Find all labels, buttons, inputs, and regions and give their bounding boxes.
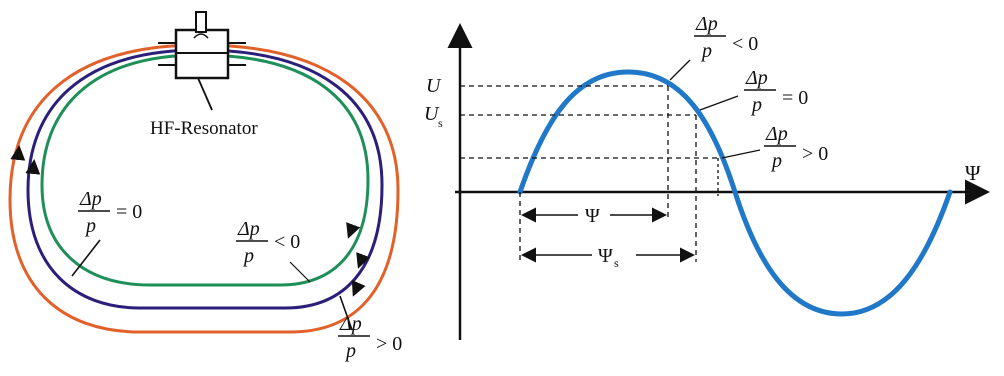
- case-neg-den: p: [700, 40, 712, 62]
- middle-orbit: [26, 48, 384, 310]
- case-pos-den: p: [770, 150, 782, 172]
- case-neg-label: Δp p < 0: [694, 13, 758, 62]
- outer-rel: > 0: [376, 333, 402, 355]
- case-zero-leader: [699, 95, 739, 111]
- inner-num: Δp: [79, 188, 102, 210]
- inner-rel: = 0: [116, 201, 142, 223]
- case-neg-leader: [669, 59, 691, 81]
- case-zero-den: p: [750, 94, 762, 116]
- x-axis-label: Ψ: [965, 161, 981, 185]
- level-Us-sub: s: [438, 116, 443, 130]
- case-zero-num: Δp: [745, 67, 768, 89]
- level-U-label: U: [426, 75, 442, 97]
- rf-sine-wave: [517, 69, 953, 317]
- case-pos-num: Δp: [765, 123, 788, 145]
- middle-den: p: [242, 245, 254, 267]
- case-pos-leader: [721, 149, 761, 159]
- inner-den: p: [84, 215, 96, 237]
- middle-label-leader: [289, 261, 311, 283]
- psi-s-span-sub: s: [614, 256, 619, 270]
- inner-orbit: [40, 53, 370, 287]
- psi-s-span-label: Ψ: [598, 245, 613, 267]
- orbit-arrow-left: [10, 145, 26, 161]
- resonator-icon: [158, 11, 246, 80]
- outer-den: p: [344, 340, 356, 362]
- outer-orbit-label: Δp p > 0: [338, 313, 402, 362]
- orbit-arrow-right: [346, 222, 361, 239]
- middle-orbit-label: Δp p < 0: [236, 218, 300, 267]
- case-pos-label: Δp p > 0: [764, 123, 828, 172]
- inner-label-leader: [71, 239, 101, 277]
- orbit-arrow-right-2: [356, 252, 371, 269]
- outer-num: Δp: [339, 313, 362, 335]
- case-neg-rel: < 0: [732, 33, 758, 55]
- case-zero-label: Δp p = 0: [744, 67, 808, 116]
- case-zero-rel: = 0: [782, 87, 808, 109]
- middle-num: Δp: [237, 218, 260, 240]
- phase-diagram: Ψ U U s Ψ Ψ s Δp p < 0: [424, 13, 990, 340]
- resonator-leader: [197, 77, 213, 111]
- orbit-arrow-right-3: [351, 280, 366, 297]
- inner-orbit-label: Δp p = 0: [78, 188, 142, 237]
- outer-label-leader: [339, 295, 353, 331]
- resonator-label: HF-Resonator: [150, 118, 258, 139]
- middle-rel: < 0: [274, 231, 300, 253]
- psi-span-label: Ψ: [585, 205, 600, 227]
- orbit-arrow-left-2: [25, 159, 41, 175]
- level-Us-label: U: [424, 103, 440, 125]
- case-pos-rel: > 0: [802, 143, 828, 165]
- case-neg-num: Δp: [695, 13, 718, 35]
- orbit-diagram: HF-Resonator Δp p = 0 Δp p < 0 Δp p > 0: [8, 11, 402, 362]
- outer-orbit: [8, 43, 400, 334]
